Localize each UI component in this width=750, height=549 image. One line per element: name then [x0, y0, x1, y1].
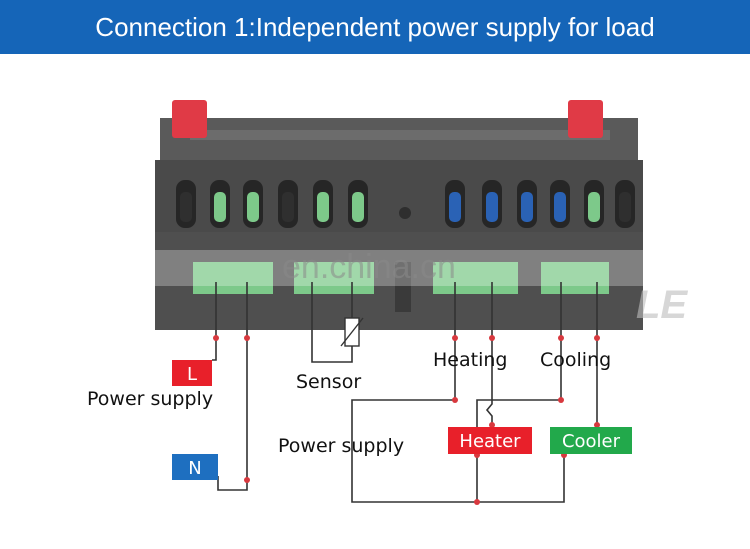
vent-slot-inner: [486, 192, 498, 222]
junction-dots: [213, 335, 600, 505]
vent-slot-inner: [554, 192, 566, 222]
wire-heating-a: [351, 282, 565, 503]
heater-tag-label: Heater: [459, 431, 521, 452]
ventilation-slots: [176, 180, 635, 228]
power-supply-right-label: Power supply: [278, 435, 404, 457]
heater-tag: [448, 427, 532, 454]
controller-device: [155, 100, 643, 330]
junction-dot: [244, 477, 250, 483]
thermistor-icon: [340, 317, 364, 347]
vent-slot-inner: [180, 192, 192, 222]
wire-heating-b: [485, 282, 493, 425]
junction-dot: [244, 335, 250, 341]
watermark-brand: LE: [636, 283, 688, 327]
junction-dot: [452, 397, 458, 403]
vent-slot-inner: [214, 192, 226, 222]
device-clip-right: [568, 100, 603, 138]
terminal-block-right-a: [433, 262, 518, 294]
center-screw-icon: [399, 207, 411, 219]
n-tag-label: N: [188, 458, 201, 479]
vent-slot-inner: [619, 192, 631, 222]
terminal-divider: [395, 262, 411, 312]
title-banner: Connection 1:Independent power supply fo…: [0, 0, 750, 54]
sensor-label: Sensor: [296, 371, 361, 393]
vent-slot-inner: [449, 192, 461, 222]
wire-l: [212, 282, 217, 361]
watermark-band: [30, 250, 720, 286]
cooler-tag: [550, 427, 632, 454]
junction-dot: [489, 422, 495, 428]
vent-slot-inner: [352, 192, 364, 222]
vent-slot-inner: [317, 192, 329, 222]
cooler-tag-label: Cooler: [562, 431, 621, 452]
watermark-text: en.china.cn: [282, 248, 456, 286]
junction-dot: [489, 335, 495, 341]
thermistor-slash: [340, 317, 364, 347]
device-clip-left: [172, 100, 207, 138]
banner-title: Connection 1:Independent power supply fo…: [95, 11, 655, 42]
vent-slot-inner: [521, 192, 533, 222]
l-tag-label: L: [187, 364, 197, 385]
junction-dot: [452, 335, 458, 341]
n-tag: [172, 454, 218, 480]
device-top-strip: [190, 130, 610, 140]
wire-n: [217, 282, 248, 491]
cooling-label: Cooling: [540, 349, 611, 371]
junction-dot: [594, 422, 600, 428]
terminal-block-mid: [294, 262, 374, 294]
junction-dot: [594, 335, 600, 341]
vent-slot-inner: [588, 192, 600, 222]
heating-label: Heating: [433, 349, 507, 371]
junction-dot: [474, 499, 480, 505]
junction-dot: [213, 335, 219, 341]
power-supply-left-label: Power supply: [87, 388, 213, 410]
junction-dot: [558, 397, 564, 403]
vent-slot-inner: [247, 192, 259, 222]
vent-slot-inner: [282, 192, 294, 222]
l-tag: [172, 360, 212, 386]
terminal-block-left: [193, 262, 273, 294]
junction-dot: [558, 335, 564, 341]
